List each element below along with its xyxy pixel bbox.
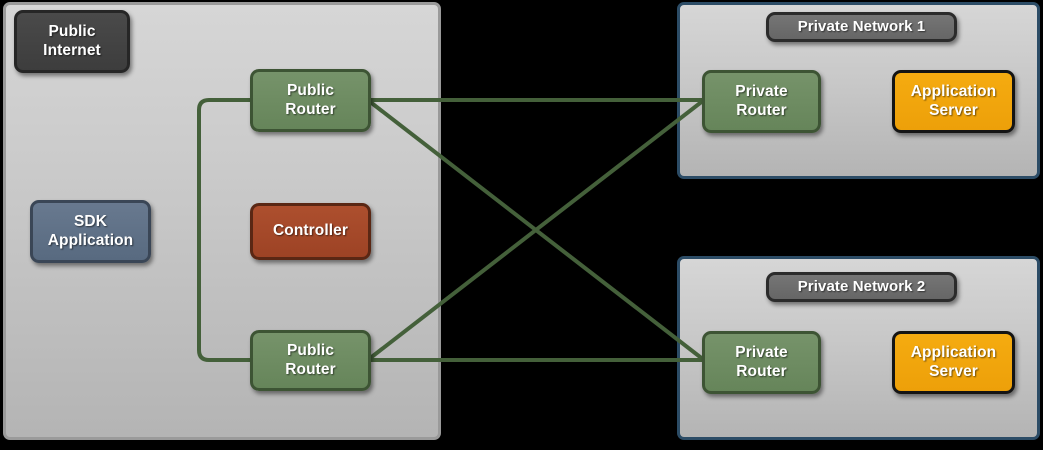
node-controller[interactable]: Controller (250, 203, 371, 260)
zone-label-private-network-1: Private Network 1 (766, 12, 957, 42)
zone-label-public-internet: Public Internet (14, 10, 130, 73)
node-controller-label: Controller (272, 222, 349, 240)
node-sdk-application[interactable]: SDK Application (30, 200, 151, 263)
zone-label-public-internet-text: Public Internet (43, 22, 101, 59)
node-public-router-top[interactable]: Public Router (250, 69, 371, 132)
node-public-router-bottom-label: Public Router (285, 341, 336, 378)
zone-label-private-network-1-text: Private Network 1 (797, 18, 926, 35)
zone-label-private-network-2: Private Network 2 (766, 272, 957, 302)
node-private-router-2-label: Private Router (735, 343, 788, 380)
node-public-router-top-label: Public Router (285, 81, 336, 118)
node-application-server-2[interactable]: Application Server (892, 331, 1015, 394)
node-application-server-2-label: Application Server (910, 343, 997, 380)
node-public-router-bottom[interactable]: Public Router (250, 330, 371, 391)
node-private-router-1-label: Private Router (735, 82, 788, 119)
node-private-router-1[interactable]: Private Router (702, 70, 821, 133)
zone-label-private-network-2-text: Private Network 2 (797, 278, 926, 295)
node-application-server-1-label: Application Server (910, 82, 997, 119)
node-application-server-1[interactable]: Application Server (892, 70, 1015, 133)
node-sdk-application-label: SDK Application (47, 212, 134, 249)
node-private-router-2[interactable]: Private Router (702, 331, 821, 394)
